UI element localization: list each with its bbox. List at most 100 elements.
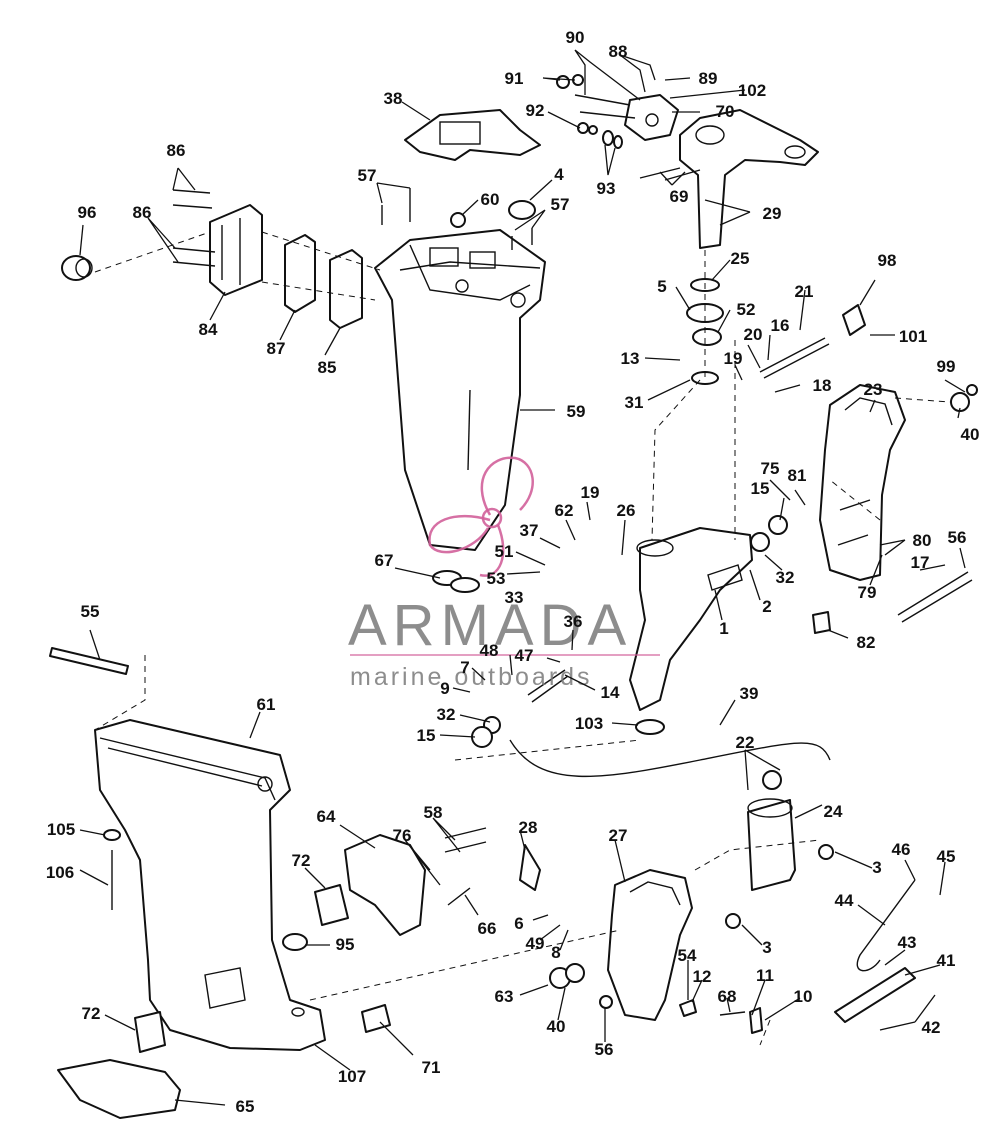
part-number: 24 (824, 802, 843, 821)
part-number: 18 (813, 376, 832, 395)
part-number: 28 (519, 818, 538, 837)
part-number: 42 (922, 1018, 941, 1037)
part-number: 84 (199, 320, 218, 339)
part-number: 49 (526, 934, 545, 953)
assembly-guidelines (94, 231, 951, 1046)
part-number: 53 (487, 569, 506, 588)
part-number: 76 (393, 826, 412, 845)
leader-lines (79, 49, 966, 1106)
part-number: 62 (555, 501, 574, 520)
part-number: 105 (47, 820, 75, 839)
cover-85 (329, 249, 363, 329)
part-number: 37 (520, 521, 539, 540)
part-number: 43 (898, 933, 917, 952)
part-number: 93 (597, 179, 616, 198)
part-number: 31 (625, 393, 644, 412)
part-number-labels: 90 88 89 91 102 38 92 70 86 4 57 93 69 6… (46, 28, 980, 1116)
part-number: 92 (526, 101, 545, 120)
cover-64 (344, 834, 426, 936)
part-number: 9 (440, 679, 449, 698)
stern-bracket-23 (819, 384, 906, 581)
part-number: 82 (857, 633, 876, 652)
part-number: 1 (719, 619, 728, 638)
part-number: 40 (547, 1017, 566, 1036)
part-number: 51 (495, 542, 514, 561)
part-number: 48 (480, 641, 499, 660)
part-number: 88 (609, 42, 628, 61)
part-number: 71 (422, 1058, 441, 1077)
propeller-logo-icon (428, 456, 534, 577)
part-number: 22 (736, 733, 755, 752)
part-number: 59 (567, 402, 586, 421)
part-number: 55 (81, 602, 100, 621)
part-number: 44 (835, 891, 854, 910)
part-number: 64 (317, 807, 336, 826)
part-number: 60 (481, 190, 500, 209)
part-number: 86 (167, 141, 186, 160)
armada-watermark: ARMADA marine outboards (348, 456, 660, 691)
part-number: 20 (744, 325, 763, 344)
part-number: 8 (551, 943, 560, 962)
part-number: 99 (937, 357, 956, 376)
part-number: 2 (762, 597, 771, 616)
part-number: 56 (948, 528, 967, 547)
part-number: 52 (737, 300, 756, 319)
lever-98 (842, 304, 866, 336)
part-number: 67 (375, 551, 394, 570)
lower-housing-61 (94, 719, 326, 1051)
part-number: 17 (911, 553, 930, 572)
part-number: 89 (699, 69, 718, 88)
part-number: 47 (515, 646, 534, 665)
guard-65 (57, 1059, 181, 1119)
part-number: 19 (581, 483, 600, 502)
part-number: 14 (601, 683, 620, 702)
part-number: 3 (762, 938, 771, 957)
bushing-52 (692, 328, 722, 346)
part-number: 54 (678, 946, 697, 965)
part-number: 5 (657, 277, 666, 296)
bushing-4 (508, 200, 536, 220)
part-number: 4 (554, 165, 564, 184)
part-number: 63 (495, 987, 514, 1006)
part-number: 96 (78, 203, 97, 222)
part-number: 70 (716, 102, 735, 121)
part-number: 13 (621, 349, 640, 368)
part-number: 38 (384, 89, 403, 108)
part-number: 86 (133, 203, 152, 222)
part-number: 11 (756, 966, 774, 985)
part-number: 98 (878, 251, 897, 270)
watermark-tagline: marine outboards (350, 663, 593, 691)
part-number: 61 (257, 695, 276, 714)
part-number: 103 (575, 714, 603, 733)
gasket-87 (284, 234, 316, 313)
part-number: 80 (913, 531, 932, 550)
part-number: 66 (478, 919, 497, 938)
part-number: 101 (899, 327, 927, 346)
part-number: 39 (740, 684, 759, 703)
part-number: 85 (318, 358, 337, 377)
part-number: 57 (358, 166, 377, 185)
part-number: 19 (724, 349, 743, 368)
part-number: 26 (617, 501, 636, 520)
part-number: 29 (763, 204, 782, 223)
exhaust-housing-59 (374, 229, 546, 551)
steering-arm-29 (679, 109, 819, 249)
part-number: 45 (937, 847, 956, 866)
part-number: 7 (460, 658, 469, 677)
part-number: 15 (417, 726, 436, 745)
part-number: 36 (564, 612, 583, 631)
part-number: 16 (771, 316, 790, 335)
part-number: 25 (731, 249, 750, 268)
plate-38 (404, 109, 541, 161)
part-number: 106 (46, 863, 74, 882)
part-number: 3 (872, 858, 881, 877)
part-number: 95 (336, 935, 355, 954)
part-number: 58 (424, 803, 443, 822)
part-number: 68 (718, 987, 737, 1006)
bracket-70 (624, 94, 679, 141)
part-number: 32 (776, 568, 795, 587)
part-number: 23 (864, 380, 883, 399)
part-number: 33 (505, 588, 524, 607)
part-number: 79 (858, 583, 877, 602)
